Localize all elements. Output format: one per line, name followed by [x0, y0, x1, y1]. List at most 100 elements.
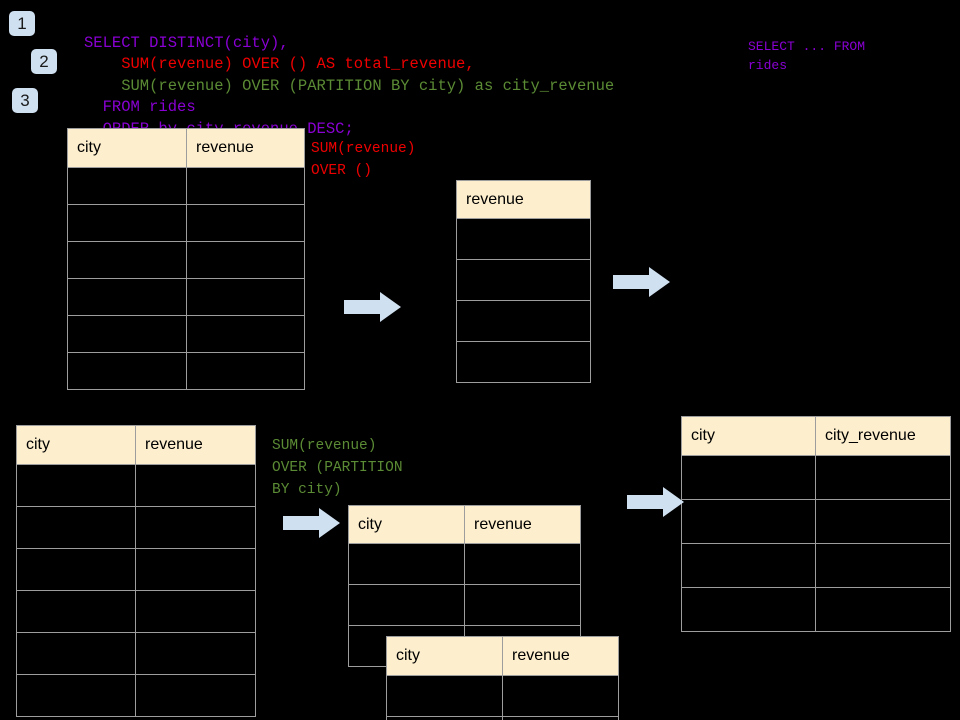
table-row — [67, 278, 305, 316]
table-cell — [135, 590, 256, 633]
table-cell — [348, 584, 465, 626]
column-header-revenue: revenue — [464, 505, 581, 544]
table-row — [67, 204, 305, 242]
table-cell — [135, 506, 256, 549]
sql-line-city-revenue: SUM(revenue) OVER (PARTITION BY city) as… — [84, 76, 615, 95]
table-cell — [456, 259, 591, 301]
table-source-bottom: city revenue — [16, 425, 256, 717]
table-header-row: revenue — [456, 180, 591, 219]
table-cell — [456, 341, 591, 383]
table-result: city city_revenue — [681, 416, 951, 632]
table-row — [16, 632, 256, 675]
table-row — [16, 464, 256, 507]
sql-line-select: SELECT DISTINCT(city), — [84, 33, 289, 52]
table-cell — [16, 590, 136, 633]
table-cell — [16, 674, 136, 717]
table-cell — [16, 548, 136, 591]
table-row — [348, 584, 581, 626]
arrow-source-to-total-icon — [344, 292, 401, 322]
table-cell — [67, 204, 187, 242]
table-cell — [815, 587, 951, 632]
table-cell — [464, 584, 581, 626]
table-cell — [186, 278, 305, 316]
table-header-row: city revenue — [16, 425, 256, 465]
arrow-source-to-partition-icon — [283, 508, 340, 538]
column-header-revenue: revenue — [135, 425, 256, 465]
table-row — [16, 506, 256, 549]
column-header-revenue: revenue — [186, 128, 305, 168]
sql-line-total-revenue: SUM(revenue) OVER () AS total_revenue, — [84, 55, 475, 73]
table-cell — [16, 632, 136, 675]
table-row — [681, 543, 951, 588]
column-header-city: city — [386, 636, 503, 676]
column-header-revenue: revenue — [456, 180, 591, 219]
table-cell — [135, 674, 256, 717]
table-total-revenue: revenue — [456, 180, 591, 383]
table-cell — [681, 587, 816, 632]
step-badge-3: 3 — [12, 88, 38, 113]
table-cell — [681, 455, 816, 500]
annotation-over-empty: SUM(revenue) OVER () — [311, 141, 416, 179]
table-row — [456, 259, 591, 301]
table-cell — [464, 543, 581, 585]
table-cell — [502, 716, 619, 720]
table-row — [456, 218, 591, 260]
step-badge-2: 2 — [31, 49, 57, 74]
step-badge-1: 1 — [9, 11, 35, 36]
table-cell — [186, 315, 305, 353]
table-row — [681, 455, 951, 500]
table-cell — [186, 241, 305, 279]
column-header-revenue: revenue — [502, 636, 619, 676]
table-row — [386, 675, 619, 717]
table-header-row: city revenue — [348, 505, 581, 544]
table-cell — [386, 675, 503, 717]
table-cell — [67, 167, 187, 205]
table-row — [456, 341, 591, 383]
table-row — [16, 674, 256, 717]
table-row — [67, 352, 305, 390]
table-cell — [815, 455, 951, 500]
table-row — [16, 590, 256, 633]
table-cell — [16, 464, 136, 507]
column-header-city: city — [16, 425, 136, 465]
table-cell — [186, 167, 305, 205]
table-header-row: city revenue — [67, 128, 305, 168]
table-cell — [681, 543, 816, 588]
table-cell — [186, 352, 305, 390]
table-row — [67, 241, 305, 279]
table-cell — [135, 632, 256, 675]
table-row — [681, 499, 951, 544]
table-row — [348, 543, 581, 585]
table-source-top: city revenue — [67, 128, 305, 390]
table-header-row: city revenue — [386, 636, 619, 676]
sql-line-from: FROM rides — [84, 98, 196, 116]
annotation-over-partition: SUM(revenue) OVER (PARTITION BY city) — [272, 438, 403, 498]
column-header-city: city — [348, 505, 465, 544]
table-cell — [815, 499, 951, 544]
table-cell — [135, 548, 256, 591]
table-row — [456, 300, 591, 342]
table-cell — [502, 675, 619, 717]
table-partition-front: city revenue — [386, 636, 619, 720]
table-cell — [67, 315, 187, 353]
sql-aside-label: SELECT ... FROM rides — [748, 39, 866, 73]
table-row — [681, 587, 951, 632]
table-cell — [67, 278, 187, 316]
column-header-city-revenue: city_revenue — [815, 416, 951, 456]
table-cell — [681, 499, 816, 544]
column-header-city: city — [681, 416, 816, 456]
table-row — [16, 548, 256, 591]
table-row — [386, 716, 619, 720]
arrow-total-to-result-icon — [613, 267, 670, 297]
table-cell — [386, 716, 503, 720]
table-row — [67, 315, 305, 353]
table-cell — [135, 464, 256, 507]
table-cell — [456, 218, 591, 260]
table-header-row: city city_revenue — [681, 416, 951, 456]
table-cell — [815, 543, 951, 588]
table-row — [67, 167, 305, 205]
table-cell — [348, 543, 465, 585]
table-cell — [16, 506, 136, 549]
table-cell — [67, 352, 187, 390]
